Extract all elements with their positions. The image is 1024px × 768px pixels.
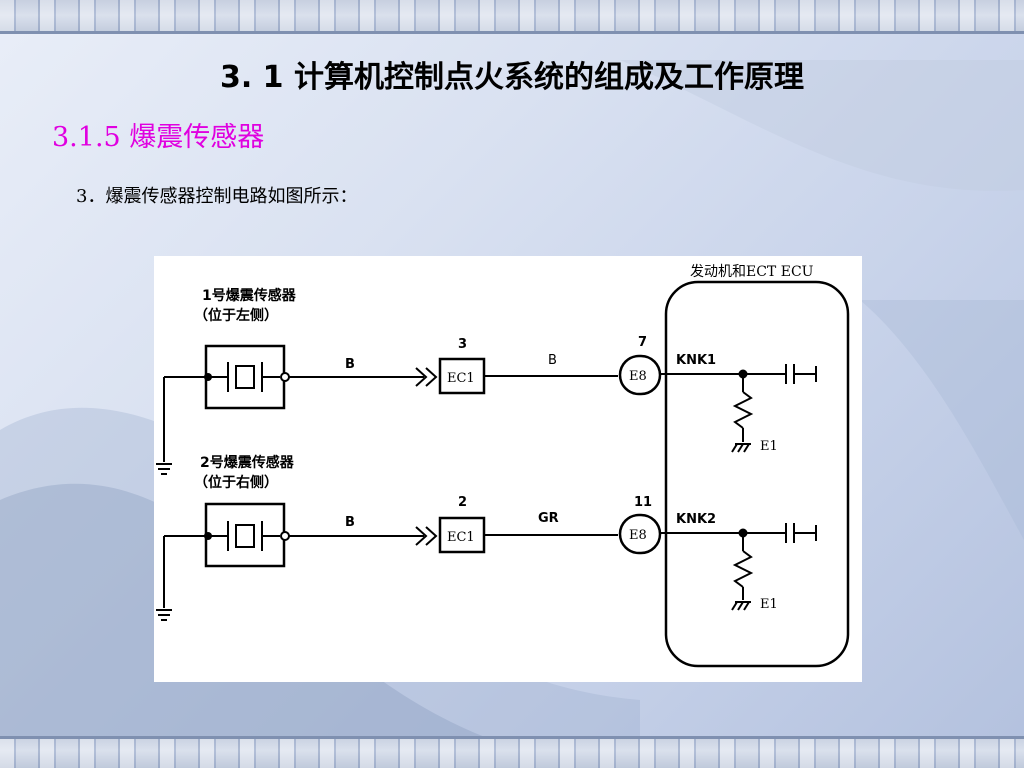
knock-sensor-circuit-diagram: 发动机和ECT ECU 1号爆震传感器 （位于左侧） 2号爆震传感器 （位于右侧… <box>154 256 862 682</box>
ground1-label: E1 <box>760 439 778 454</box>
knk1-label: KNK1 <box>676 353 716 368</box>
body-text: 3．爆震传感器控制电路如图所示： <box>76 186 358 207</box>
bottom-border-decoration <box>0 736 1024 768</box>
top-border-decoration <box>0 0 1024 34</box>
section-heading: 3.1.5 爆震传感器 <box>52 122 265 153</box>
wire2-sensor-color: B <box>345 515 355 530</box>
slide-title: 3. 1 计算机控制点火系统的组成及工作原理 <box>219 60 805 95</box>
connector2-number: 2 <box>458 495 467 510</box>
ecu-box <box>664 280 850 668</box>
pin1-number: 7 <box>638 335 647 350</box>
sensor2-name: 2号爆震传感器 <box>200 454 295 471</box>
wire1-sensor-color: B <box>345 357 355 372</box>
ecu-label: 发动机和ECT ECU <box>690 264 814 280</box>
knk2-label: KNK2 <box>676 512 716 527</box>
wire2-ecu-color: GR <box>538 511 559 526</box>
pin1-label: E8 <box>629 369 647 384</box>
connector2-label: EC1 <box>447 530 475 545</box>
wire1-ecu-color: B <box>548 353 557 368</box>
sensor1-name: 1号爆震传感器 <box>202 287 297 304</box>
sensor2-position: （位于右侧） <box>194 474 278 491</box>
pin2-label: E8 <box>629 528 647 543</box>
connector1-number: 3 <box>458 337 467 352</box>
ground2-label: E1 <box>760 597 778 612</box>
pin2-number: 11 <box>634 495 652 510</box>
connector1-label: EC1 <box>447 371 475 386</box>
sensor1-position: （位于左侧） <box>194 307 278 324</box>
